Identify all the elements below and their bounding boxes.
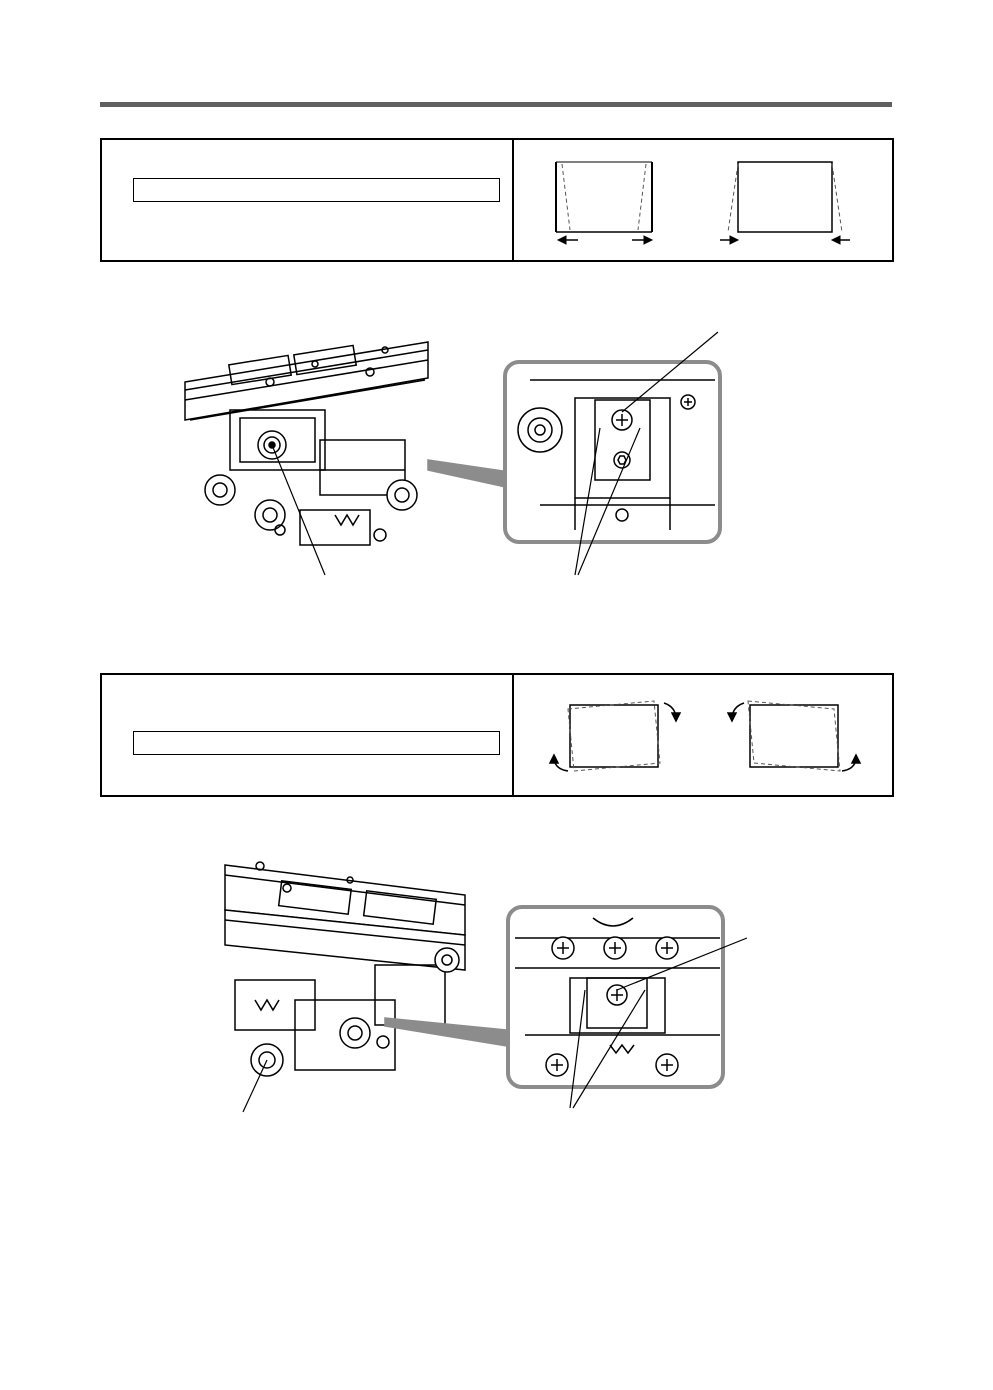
knob-icon xyxy=(250,947,460,1077)
arrow-left-icon xyxy=(556,235,578,245)
callout-leader xyxy=(577,427,641,576)
zoom-detail-2 xyxy=(506,905,725,1089)
symptom-panel-2 xyxy=(100,673,894,797)
screw-icon xyxy=(551,936,575,960)
callout-leader xyxy=(569,989,586,1109)
screw-icon xyxy=(545,1053,569,1077)
rotate-ccw-icon xyxy=(726,702,862,772)
callout-leader xyxy=(616,937,748,991)
panel-divider xyxy=(512,675,514,795)
blank-input-field xyxy=(133,178,500,202)
screw-icon xyxy=(613,451,631,469)
projector-mount-plate xyxy=(224,861,466,971)
screw-icon xyxy=(680,394,696,410)
projector-mount-plate xyxy=(184,341,429,421)
rotation-symptom-shapes xyxy=(514,675,892,795)
callout-leader xyxy=(572,989,646,1109)
callout-leader xyxy=(242,1059,268,1113)
arrow-right-icon xyxy=(632,235,654,245)
knob-icon xyxy=(204,474,418,542)
panel-divider xyxy=(512,140,514,260)
screw-icon xyxy=(603,936,627,960)
screw-icon xyxy=(655,1053,679,1077)
symptom-panel-1 xyxy=(100,138,894,262)
callout-leader xyxy=(574,427,601,576)
callout-leader xyxy=(621,331,719,413)
callout-leader xyxy=(271,444,326,576)
zoom-detail-1 xyxy=(503,360,722,544)
bracket-body xyxy=(229,409,406,546)
header-rule xyxy=(100,102,892,107)
rotate-cw-icon xyxy=(548,702,682,772)
blank-input-field xyxy=(133,731,500,755)
rotated-cw-diagram xyxy=(567,700,661,772)
trapezoid-narrow-bottom-diagram xyxy=(727,161,843,233)
screw-icon xyxy=(655,936,679,960)
trapezoid-narrow-top-diagram xyxy=(555,161,653,233)
bracket-body xyxy=(234,964,446,1071)
screw-icon xyxy=(606,984,628,1006)
rotated-ccw-diagram xyxy=(747,700,841,772)
adjustment-figure-1 xyxy=(170,320,740,580)
arrow-right-icon xyxy=(720,235,740,245)
screw-icon xyxy=(611,409,633,431)
arrow-left-icon xyxy=(830,235,850,245)
adjustment-figure-2 xyxy=(215,850,770,1120)
keystone-symptom-shapes xyxy=(514,140,892,260)
